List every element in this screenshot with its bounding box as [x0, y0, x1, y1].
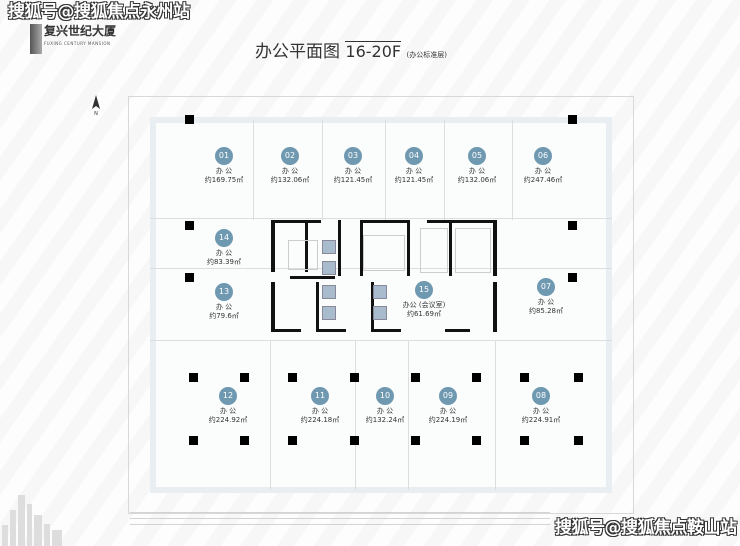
unit-use: 办 公: [311, 407, 329, 415]
unit-use: 办 公: [405, 167, 423, 175]
unit-number: 07: [537, 278, 555, 296]
unit-number: 02: [281, 147, 299, 165]
disclaimer-fine-print: [130, 510, 550, 530]
unit-number: 01: [215, 147, 233, 165]
unit-use: 办 公: [439, 407, 457, 415]
logo-name: 复兴世纪大厦: [44, 24, 117, 38]
unit-number: 14: [215, 229, 233, 247]
unit-use: 办 公: [219, 407, 237, 415]
unit-05[interactable]: 05 办 公约132.06㎡: [449, 147, 505, 185]
unit-use: 办 公: [344, 167, 362, 175]
unit-07[interactable]: 07 办 公约85.28㎡: [518, 278, 574, 316]
plan-title: 办公平面图 16-20F (办公标准层): [255, 41, 447, 65]
unit-use: 办 公: [281, 167, 299, 175]
logo-english: FUXING CENTURY MANSION: [44, 41, 111, 46]
unit-use: 办 公: [215, 249, 233, 257]
unit-number: 05: [468, 147, 486, 165]
unit-area: 约85.28㎡: [528, 307, 564, 315]
logo-mark: [30, 24, 42, 54]
unit-number: 09: [439, 387, 457, 405]
unit-area: 约132.06㎡: [270, 176, 310, 184]
north-arrow-icon: N: [92, 95, 100, 115]
unit-02[interactable]: 02 办 公约132.06㎡: [262, 147, 318, 185]
unit-04[interactable]: 04 办 公约121.45㎡: [386, 147, 442, 185]
unit-area: 约132.06㎡: [457, 176, 497, 184]
unit-number: 15: [415, 281, 433, 299]
unit-area: 约224.18㎡: [300, 416, 340, 424]
title-floors: 16-20F: [345, 41, 402, 61]
unit-03[interactable]: 03 办 公约121.45㎡: [325, 147, 381, 185]
unit-01[interactable]: 01 办 公约169.75㎡: [196, 147, 252, 185]
compass-label: N: [94, 111, 98, 115]
unit-number: 12: [219, 387, 237, 405]
unit-use: 办 公: [376, 407, 394, 415]
watermark-top: 搜狐号@搜狐焦点永州站: [8, 2, 190, 22]
unit-number: 08: [532, 387, 550, 405]
floor-plan: [150, 117, 612, 493]
unit-area: 约79.6㎡: [209, 312, 239, 320]
unit-06[interactable]: 06 办 公约247.46㎡: [515, 147, 571, 185]
unit-use: 办 公: [215, 303, 233, 311]
unit-area: 约224.92㎡: [208, 416, 248, 424]
unit-13[interactable]: 13 办 公约79.6㎡: [196, 283, 252, 321]
unit-area: 约247.46㎡: [523, 176, 563, 184]
unit-area: 约224.91㎡: [521, 416, 561, 424]
unit-use: 办 公: [534, 167, 552, 175]
unit-area: 约121.45㎡: [333, 176, 373, 184]
unit-use: 办公 (会议室): [402, 301, 446, 309]
unit-12[interactable]: 12 办 公约224.92㎡: [200, 387, 256, 425]
title-sub: (办公标准层): [406, 51, 447, 59]
unit-number: 06: [534, 147, 552, 165]
unit-number: 10: [376, 387, 394, 405]
unit-area: 约121.45㎡: [394, 176, 434, 184]
watermark-bottom: 搜狐号@搜狐焦点鞍山站: [555, 518, 737, 538]
unit-10[interactable]: 10 办 公约132.24㎡: [357, 387, 413, 425]
unit-use: 办 公: [468, 167, 486, 175]
unit-09[interactable]: 09 办 公约224.19㎡: [420, 387, 476, 425]
city-skyline-icon: [2, 495, 62, 546]
unit-15[interactable]: 15 办公 (会议室)约61.69㎡: [396, 281, 452, 319]
unit-area: 约169.75㎡: [204, 176, 244, 184]
unit-14[interactable]: 14 办 公约83.39㎡: [196, 229, 252, 267]
unit-11[interactable]: 11 办 公约224.18㎡: [292, 387, 348, 425]
unit-area: 约61.69㎡: [406, 310, 442, 318]
unit-number: 03: [344, 147, 362, 165]
unit-08[interactable]: 08 办 公约224.91㎡: [513, 387, 569, 425]
unit-area: 约132.24㎡: [365, 416, 405, 424]
unit-use: 办 公: [532, 407, 550, 415]
title-main: 办公平面图: [255, 42, 340, 62]
unit-number: 04: [405, 147, 423, 165]
unit-use: 办 公: [537, 298, 555, 306]
unit-area: 约83.39㎡: [206, 258, 242, 266]
unit-area: 约224.19㎡: [428, 416, 468, 424]
unit-number: 13: [215, 283, 233, 301]
unit-number: 11: [311, 387, 329, 405]
unit-use: 办 公: [215, 167, 233, 175]
